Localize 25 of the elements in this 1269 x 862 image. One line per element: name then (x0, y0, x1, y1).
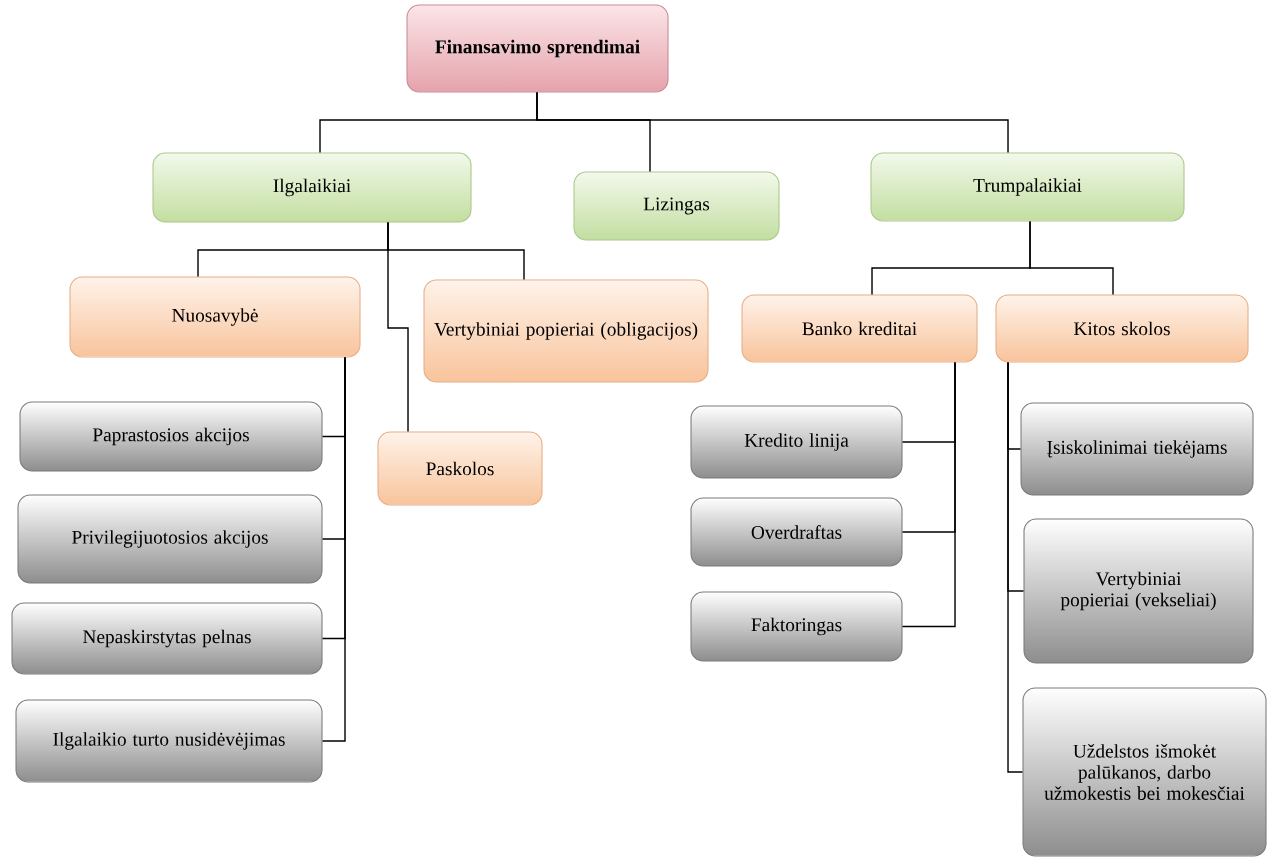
connector-line (387, 221, 409, 433)
subcategory-box: Nuosavybė (69, 276, 361, 358)
item-box: Ilgalaikio turto nusidėvėjimas (15, 699, 323, 783)
item-box: Privilegijuotosios akcijos (17, 494, 323, 584)
item-box: Uždelstos išmokėt palūkanos, darbo užmokestis bei mokesčiai (1022, 687, 1267, 857)
item-box: Kredito linija (690, 405, 903, 479)
item-box: Įsiskolinimai tiekėjams (1020, 402, 1254, 496)
item-box: Overdraftas (690, 497, 903, 567)
item-box: Vertybiniai popieriai (vekseliai) (1023, 518, 1254, 664)
subcategory-box: Banko kreditai (741, 294, 978, 363)
subcategory-box: Paskolos (377, 431, 543, 506)
category-box: Lizingas (573, 171, 780, 241)
connector-line (901, 361, 956, 628)
connector-line (1029, 220, 1114, 296)
subcategory-box: Vertybiniai popieriai (obligacijos) (423, 279, 709, 383)
item-box: Paprastosios akcijos (19, 401, 323, 472)
connector-line (1007, 361, 1024, 773)
title-box: Finansavimo sprendimai (406, 4, 669, 93)
connector-line (321, 356, 346, 742)
subcategory-box: Kitos skolos (995, 294, 1249, 363)
category-box: Ilgalaikiai (152, 152, 472, 223)
category-box: Trumpalaikiai (870, 152, 1185, 222)
item-box: Faktoringas (690, 591, 903, 662)
item-box: Nepaskirstytas pelnas (11, 602, 323, 675)
connector-line (536, 91, 1009, 154)
